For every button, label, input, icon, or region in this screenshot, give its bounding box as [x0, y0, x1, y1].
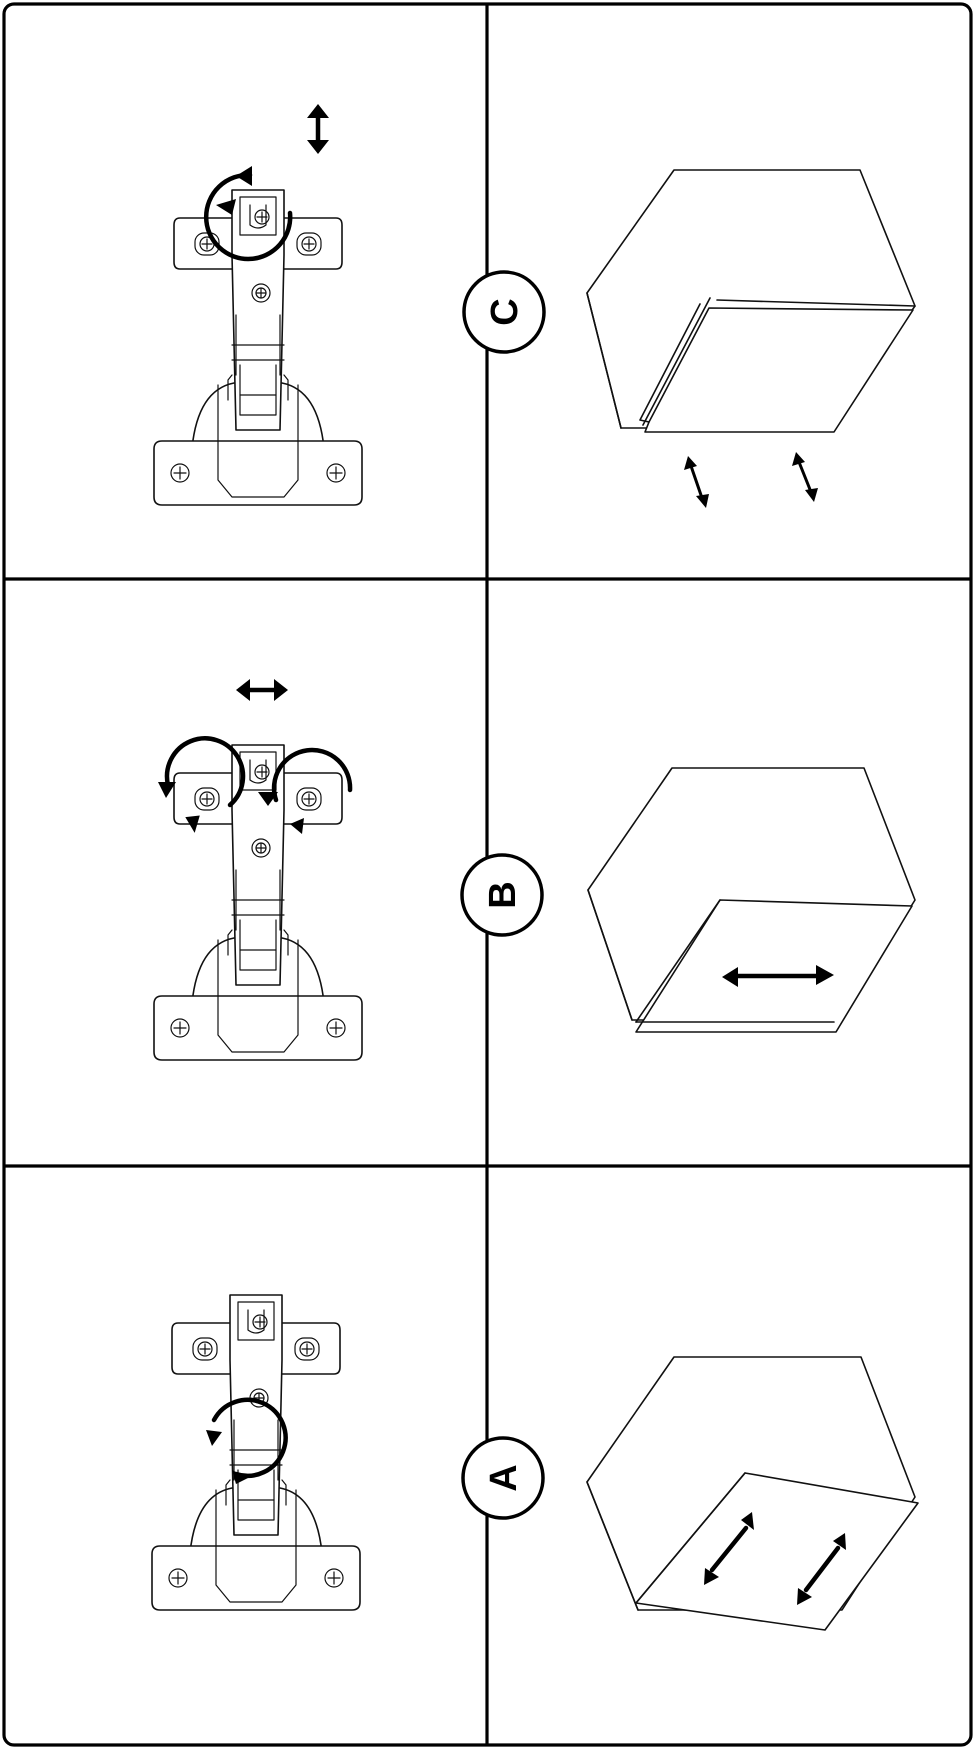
double-arrow-icon [236, 679, 288, 701]
hinge-icon [154, 745, 362, 1060]
step-badge-b: B [462, 855, 542, 935]
double-arrow-icon [307, 104, 329, 154]
hinge-icon [154, 190, 362, 505]
step-label-c: C [484, 298, 526, 325]
row-c: C [154, 104, 915, 508]
row-b: B [154, 679, 915, 1060]
row-a: A [152, 1295, 918, 1630]
cabinet-icon [587, 170, 915, 432]
step-label-a: A [483, 1464, 525, 1491]
double-arrow-icon [684, 452, 818, 508]
step-badge-c: C [464, 272, 544, 352]
cabinet-icon [588, 768, 915, 1032]
step-badge-a: A [463, 1438, 543, 1518]
cabinet-icon [587, 1357, 918, 1630]
hinge-icon [152, 1295, 360, 1610]
step-label-b: B [482, 881, 524, 908]
